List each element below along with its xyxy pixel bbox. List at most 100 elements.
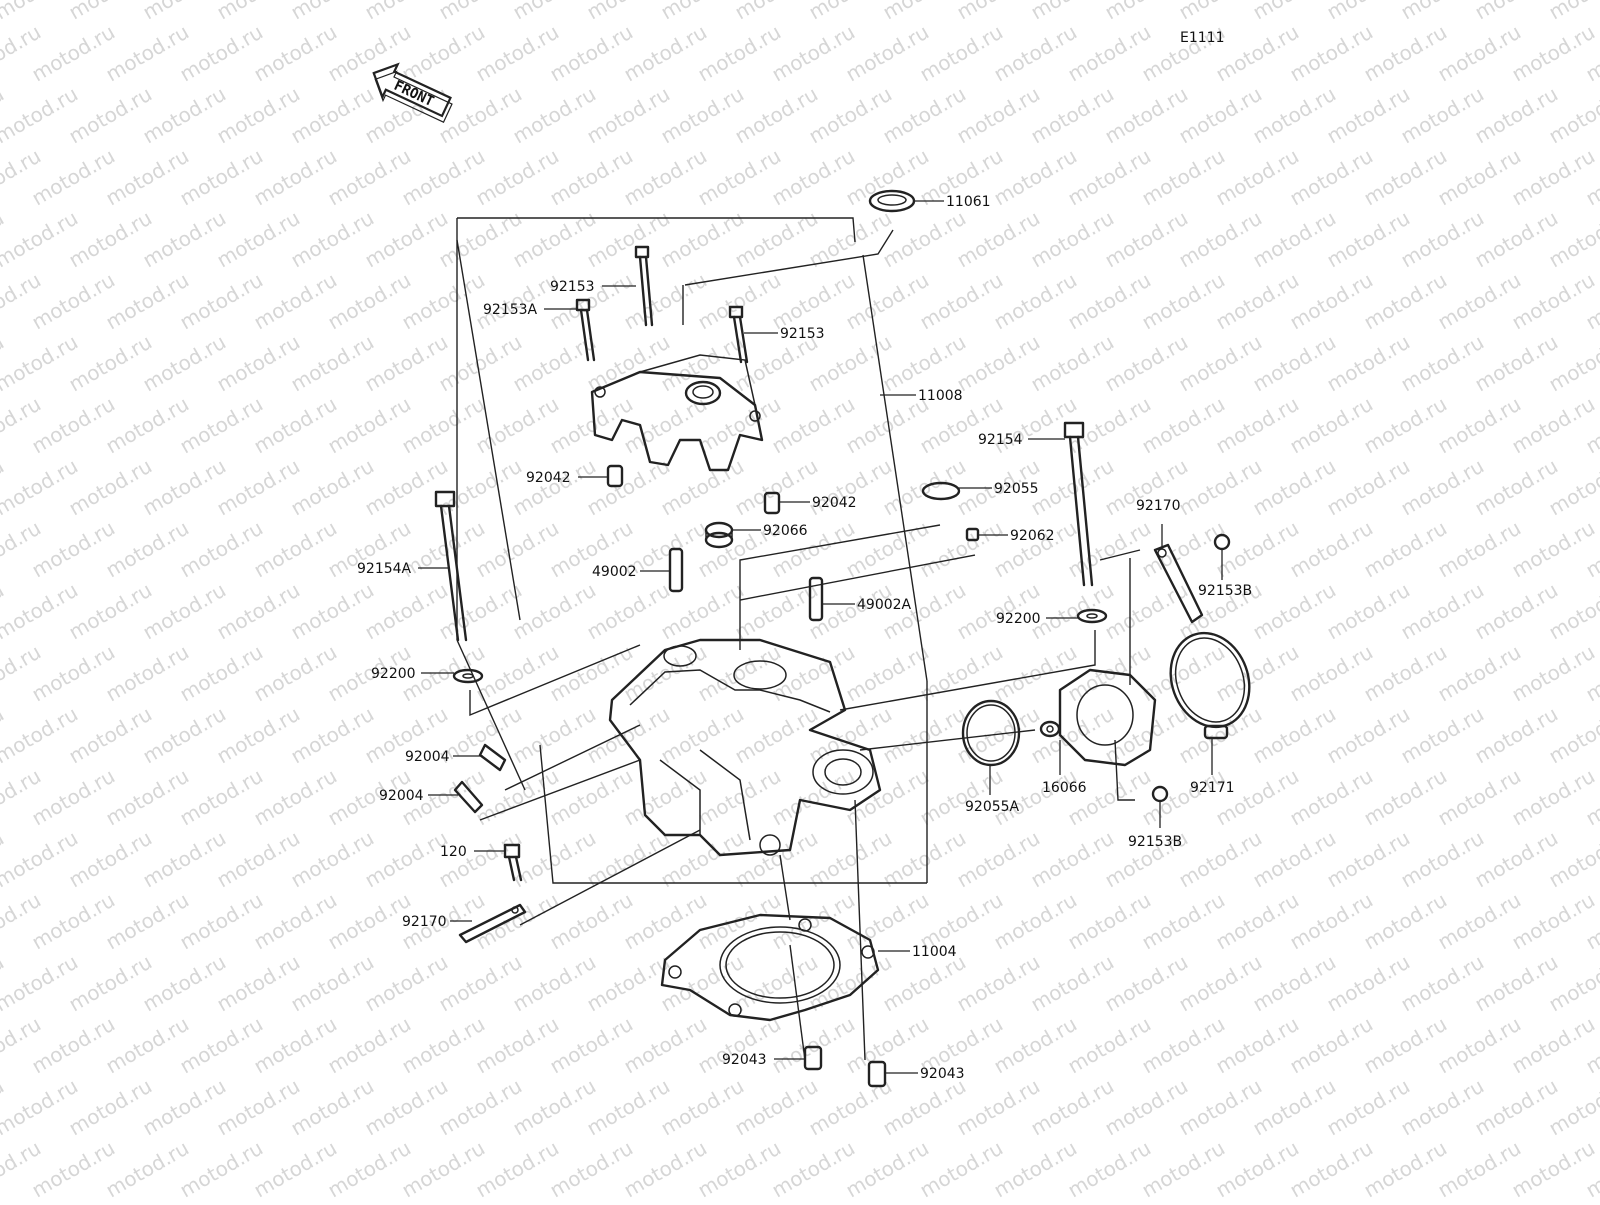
watermark-text: motod.ru [842, 20, 933, 87]
watermark-text: motod.ru [879, 702, 970, 769]
watermark-text: motod.ru [1471, 826, 1562, 893]
watermark-text: motod.ru [361, 826, 452, 893]
watermark-text: motod.ru [287, 826, 378, 893]
watermark-text: motod.ru [1064, 144, 1155, 211]
watermark-text: motod.ru [953, 82, 1044, 149]
watermark-text: motod.ru [65, 330, 156, 397]
watermark-text: motod.ru [1027, 1074, 1118, 1141]
watermark-text: motod.ru [916, 764, 1007, 831]
watermark-text: motod.ru [65, 454, 156, 521]
watermark-text: motod.ru [1397, 950, 1488, 1017]
watermark-text: motod.ru [768, 888, 859, 955]
watermark-text: motod.ru [250, 516, 341, 583]
watermark-text: motod.ru [1286, 888, 1377, 955]
watermark-text: motod.ru [1471, 578, 1562, 645]
watermark-text: motod.ru [28, 640, 119, 707]
watermark-text: motod.ru [213, 454, 304, 521]
watermark-text: motod.ru [1212, 764, 1303, 831]
watermark-text: motod.ru [768, 20, 859, 87]
label-92042-right: 92042 [812, 495, 857, 511]
watermark-text: motod.ru [1434, 268, 1525, 335]
watermark-text: motod.ru [324, 1012, 415, 1079]
watermark-text: motod.ru [1175, 702, 1266, 769]
watermark-text: motod.ru [694, 1136, 785, 1200]
watermark-text: motod.ru [250, 20, 341, 87]
watermark-text: motod.ru [1249, 82, 1340, 149]
watermark-text: motod.ru [250, 268, 341, 335]
watermark-text: motod.ru [842, 144, 933, 211]
watermark-text: motod.ru [1286, 640, 1377, 707]
watermark-text: motod.ru [1434, 516, 1525, 583]
label-11061: 11061 [946, 194, 991, 210]
label-92170-bottom: 92170 [402, 914, 447, 930]
watermark-text: motod.ru [694, 144, 785, 211]
watermark-text: motod.ru [139, 950, 230, 1017]
watermark-text: motod.ru [509, 82, 600, 149]
watermark-text: motod.ru [694, 268, 785, 335]
watermark-text: motod.ru [657, 1074, 748, 1141]
watermark-text: motod.ru [1212, 268, 1303, 335]
watermark-text: motod.ru [102, 516, 193, 583]
watermark-text: motod.ru [435, 330, 526, 397]
watermark-text: motod.ru [1286, 144, 1377, 211]
watermark-text: motod.ru [620, 1136, 711, 1200]
watermark-text: motod.ru [1286, 20, 1377, 87]
watermark-text: motod.ru [1212, 20, 1303, 87]
watermark-text: motod.ru [1323, 578, 1414, 645]
watermark-text: motod.ru [1508, 1012, 1599, 1079]
watermark-text: motod.ru [1138, 268, 1229, 335]
watermark-text: motod.ru [1138, 392, 1229, 459]
watermark-text: motod.ru [1175, 1074, 1266, 1141]
watermark-text: motod.ru [472, 1136, 563, 1200]
watermark-text: motod.ru [287, 454, 378, 521]
watermark-text: motod.ru [1212, 1136, 1303, 1200]
label-92055A: 92055A [965, 799, 1020, 815]
watermark-text: motod.ru [990, 640, 1081, 707]
watermark-text: motod.ru [176, 516, 267, 583]
watermark-text: motod.ru [1323, 330, 1414, 397]
watermark-text: motod.ru [1138, 1012, 1229, 1079]
watermark-text: motod.ru [65, 702, 156, 769]
watermark-text: motod.ru [1175, 826, 1266, 893]
watermark-text: motod.ru [472, 268, 563, 335]
watermark-text: motod.ru [1360, 144, 1451, 211]
watermark-text: motod.ru [65, 950, 156, 1017]
watermark-text: motod.ru [583, 330, 674, 397]
watermark-text: motod.ru [1212, 392, 1303, 459]
watermark-text: motod.ru [139, 330, 230, 397]
watermark-text: motod.ru [472, 888, 563, 955]
watermark-text: motod.ru [731, 950, 822, 1017]
watermark-text: motod.ru [287, 1074, 378, 1141]
watermark-text: motod.ru [28, 516, 119, 583]
watermark-text: motod.ru [1101, 1074, 1192, 1141]
watermark-text: motod.ru [1471, 454, 1562, 521]
watermark-text: motod.ru [990, 20, 1081, 87]
watermark-text: motod.ru [916, 268, 1007, 335]
watermark-text: motod.ru [65, 206, 156, 273]
watermark-text: motod.ru [213, 702, 304, 769]
watermark-text: motod.ru [1471, 702, 1562, 769]
watermark-text: motod.ru [250, 1136, 341, 1200]
label-49002A: 49002A [857, 597, 912, 613]
watermark-text: motod.ru [28, 392, 119, 459]
watermark-text: motod.ru [657, 454, 748, 521]
watermark-text: motod.ru [953, 1074, 1044, 1141]
watermark-text: motod.ru [583, 82, 674, 149]
watermark-text: motod.ru [620, 1012, 711, 1079]
watermark-text: motod.ru [546, 640, 637, 707]
watermark-text: motod.ru [953, 826, 1044, 893]
watermark-text: motod.ru [1249, 950, 1340, 1017]
watermark-text: motod.ru [435, 578, 526, 645]
watermark-text: motod.ru [1397, 1074, 1488, 1141]
watermark-text: motod.ru [1360, 640, 1451, 707]
watermark-text: motod.ru [1027, 702, 1118, 769]
watermark-text: motod.ru [102, 144, 193, 211]
watermark-text: motod.ru [1138, 888, 1229, 955]
watermark-text: motod.ru [1286, 1012, 1377, 1079]
watermark-text: motod.ru [250, 392, 341, 459]
label-92004-b: 92004 [379, 788, 424, 804]
watermark-text: motod.ru [620, 20, 711, 87]
watermark-text: motod.ru [287, 950, 378, 1017]
watermark-text: motod.ru [102, 268, 193, 335]
